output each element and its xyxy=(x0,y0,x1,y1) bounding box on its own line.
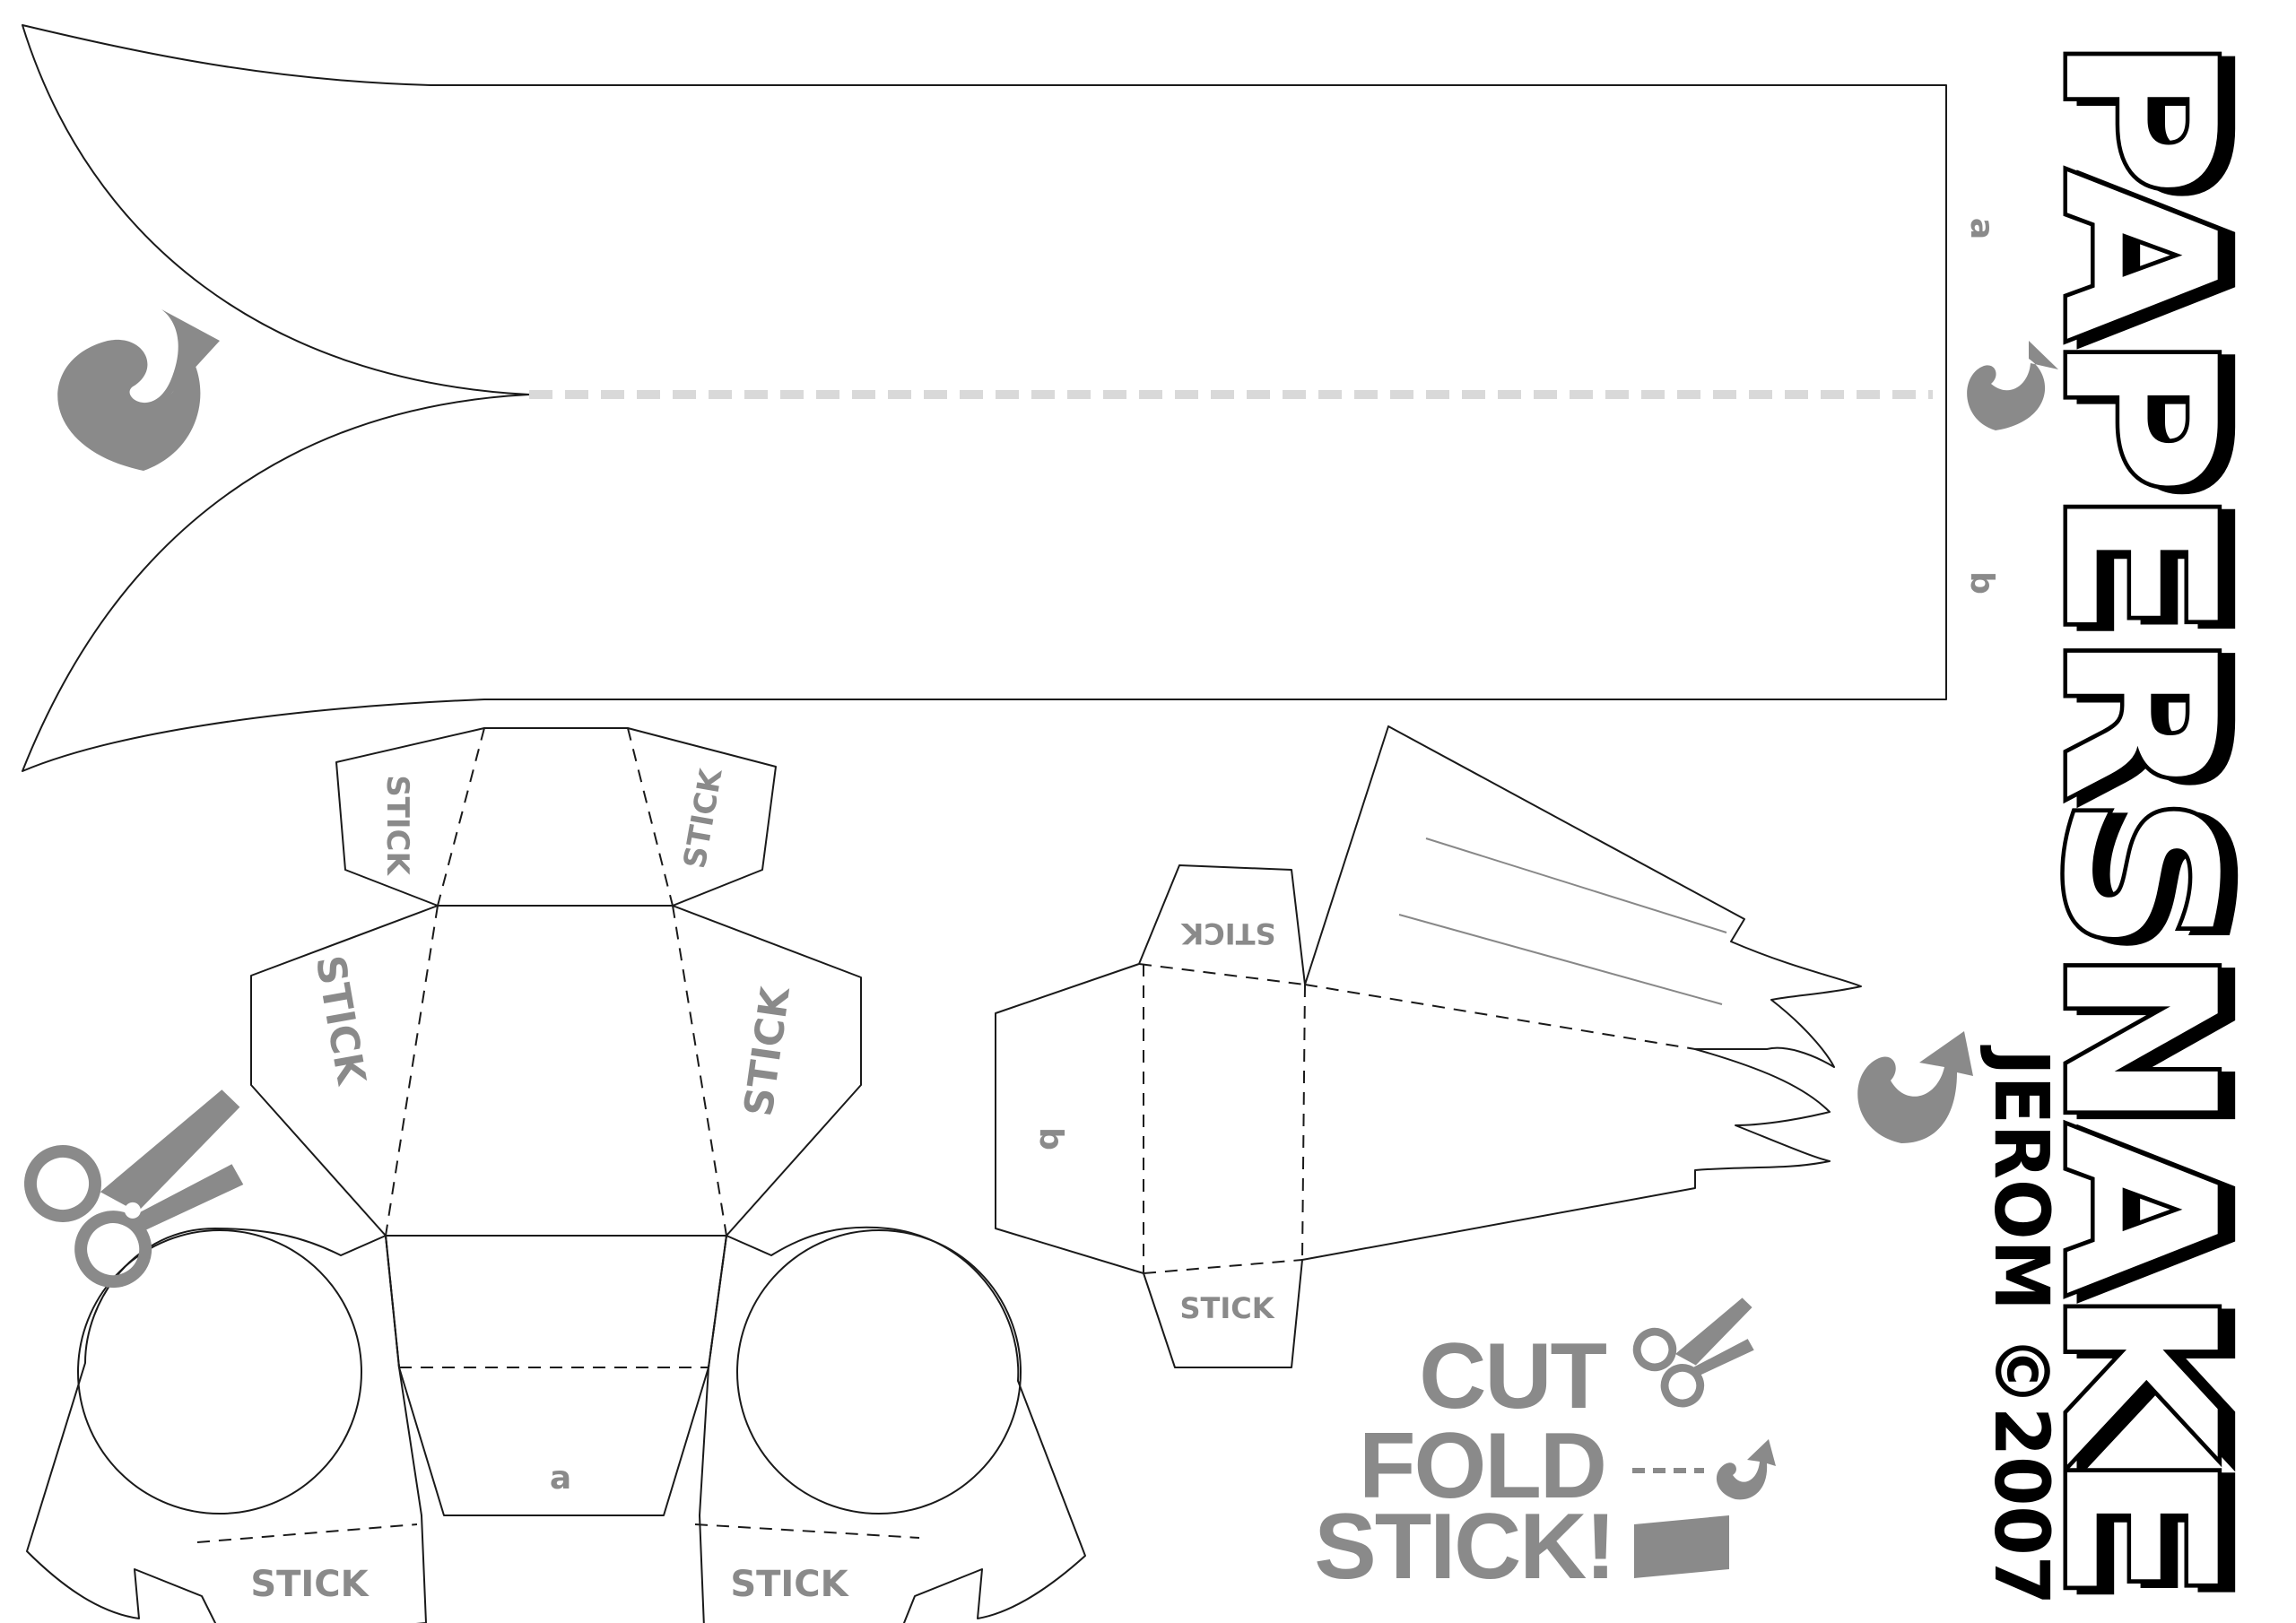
stick-label: STICK xyxy=(379,775,415,876)
tail-outline xyxy=(995,725,1862,1368)
body-strip-letter-b: b xyxy=(1963,571,2000,595)
left-eye-circle xyxy=(77,1229,362,1515)
curved-arrow-icon xyxy=(1967,341,2058,430)
body-strip-piece: a b xyxy=(22,24,2058,772)
stick-label: STICK xyxy=(730,1564,849,1605)
stick-label: STICK xyxy=(307,952,375,1089)
scissors-icon xyxy=(1632,1298,1754,1408)
head-mid-fold xyxy=(672,905,727,1237)
author-credit: JEROM ©2007 xyxy=(1978,1045,2066,1605)
page-title: PAPERSNAKE xyxy=(2018,36,2257,1596)
scissors-icon xyxy=(24,1089,244,1289)
tail-crease xyxy=(1398,914,1723,1005)
tail-fold xyxy=(1301,984,1306,1261)
glue-strip-icon xyxy=(1634,1515,1729,1578)
stick-label: STICK xyxy=(735,983,799,1119)
head-piece: STICK STICK STICK STICK STICK STICK a xyxy=(24,727,1086,1623)
legend-stick: STICK! xyxy=(1314,1495,1614,1599)
right-stick-fold xyxy=(694,1523,920,1539)
tail-letter-b: b xyxy=(1032,1127,1069,1150)
head-mid-fold xyxy=(385,905,439,1237)
tail-fold xyxy=(1304,984,1696,1050)
right-eye-lobe-outline xyxy=(699,1226,1086,1623)
tail-crease xyxy=(1425,838,1727,933)
head-top-fold xyxy=(437,727,485,907)
left-eye-lobe-outline xyxy=(26,1228,427,1623)
stick-label: STICK xyxy=(677,765,730,872)
stick-label: STICK xyxy=(1180,916,1275,950)
body-strip-letter-a: a xyxy=(1963,218,2000,239)
stick-label: STICK xyxy=(250,1564,370,1605)
left-stick-fold xyxy=(196,1523,418,1543)
legend-fold: FOLD xyxy=(1359,1414,1605,1518)
tail-fold xyxy=(1143,1259,1303,1274)
head-top-fold xyxy=(627,727,674,907)
instructions-legend: CUT FOLD STICK! xyxy=(1314,1298,1776,1599)
legend-cut: CUT xyxy=(1419,1324,1606,1428)
title-shadow: PAPERSNAKE xyxy=(2031,40,2271,1601)
right-eye-circle xyxy=(736,1229,1022,1515)
stick-label: STICK xyxy=(1179,1291,1274,1325)
curved-arrow-icon xyxy=(1716,1439,1776,1500)
curved-arrow-icon xyxy=(57,309,220,471)
head-letter-a: a xyxy=(550,1460,571,1497)
curved-arrow-icon xyxy=(1857,1031,1973,1143)
tail-fold xyxy=(1138,963,1306,985)
tail-piece: STICK STICK b xyxy=(995,725,1973,1368)
title-block: PAPERSNAKE PAPERSNAKE JEROM ©2007 xyxy=(1978,32,2275,1606)
body-strip-outline xyxy=(22,24,1947,772)
